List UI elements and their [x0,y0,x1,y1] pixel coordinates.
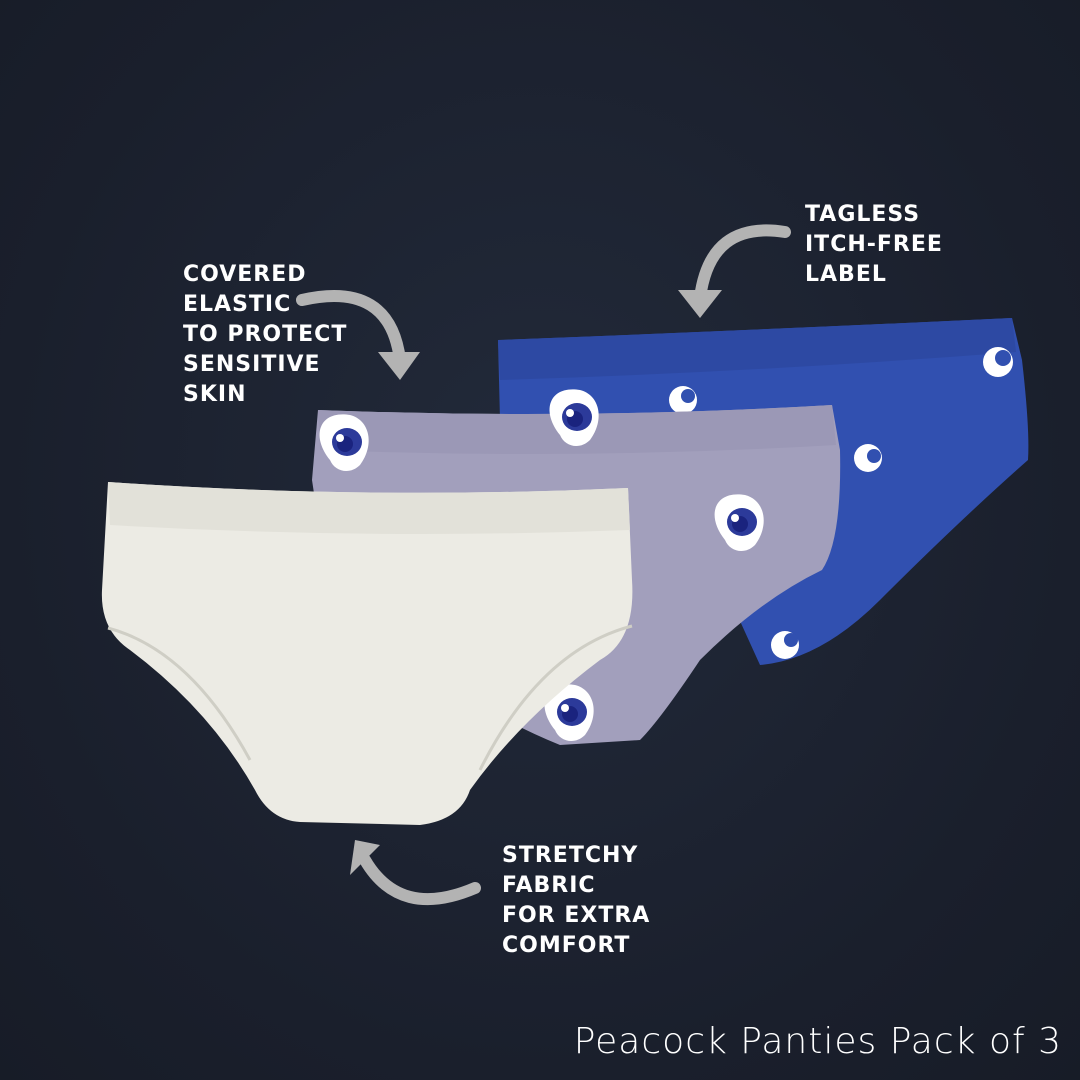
callout-covered-elastic: COVERED ELASTIC TO PROTECT SENSITIVE SKI… [183,260,347,410]
callout-tagless: TAGLESS ITCH-FREE LABEL [805,200,943,290]
callout-stretchy-fabric: STRETCHY FABRIC FOR EXTRA COMFORT [502,841,650,961]
product-title: Peacock Panties Pack of 3 [573,1021,1062,1062]
callout-line: COMFORT [502,933,631,958]
callout-line: SENSITIVE [183,352,321,377]
callout-line: STRETCHY [502,843,639,868]
callout-line: TAGLESS [805,202,921,227]
arrow-to-elastic-icon [296,290,406,366]
callout-line: COVERED [183,262,307,287]
callout-line: TO PROTECT [183,322,348,347]
callout-line: SKIN [183,382,247,407]
arrow-to-fabric-icon [359,854,481,906]
callout-line: LABEL [805,262,887,287]
peacock-moon-icon [669,347,1013,659]
arrow-to-label-icon [694,224,791,304]
callout-line: FOR EXTRA [502,903,651,928]
callout-line: ELASTIC [183,292,292,317]
callout-line: ITCH-FREE [805,232,943,257]
callout-line: FABRIC [502,873,596,898]
white-brief [101,482,633,825]
